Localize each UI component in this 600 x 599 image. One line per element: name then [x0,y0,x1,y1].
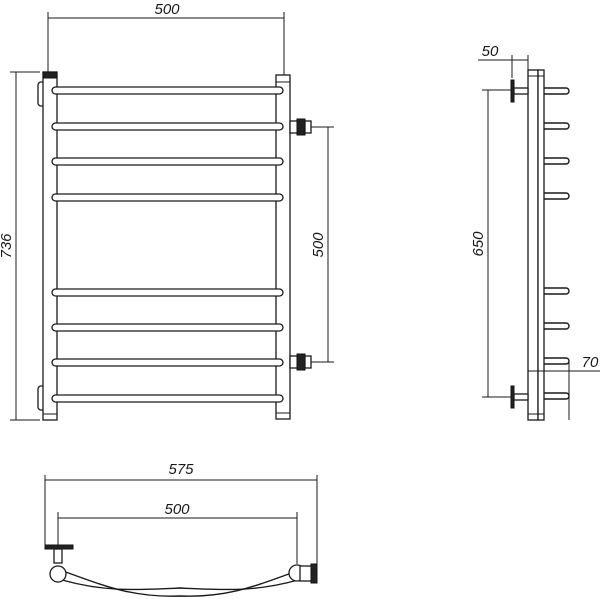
side-view: 50 650 70 [470,43,600,421]
front-height-label: 736 [0,233,15,259]
top-length-label: 575 [168,461,194,478]
side-bracket-top [510,79,529,103]
top-right-connector [299,565,313,582]
bar-3 [51,157,284,166]
side-depth-label: 70 [582,354,599,371]
horizontal-bars [51,86,284,403]
bar-7 [51,358,284,367]
side-bracket-bottom [510,385,529,409]
front-connection-label: 500 [310,232,327,258]
connection-fitting-top [289,118,312,136]
bar-4 [51,193,284,202]
top-curved-bar [59,569,301,597]
side-column-front [537,69,545,421]
bar-6 [51,323,284,332]
front-view: 500 736 500 [0,1,334,421]
bar-1 [51,86,284,95]
side-offset-label: 50 [482,43,499,60]
left-column-cap-top [42,71,58,79]
side-column-back [527,69,539,421]
top-left-end [49,565,67,583]
top-view: 575 500 [44,461,318,597]
front-width-label: 500 [154,1,180,18]
side-mount-spacing-label: 650 [470,231,487,257]
bar-5 [51,288,284,297]
side-bar-ends [544,87,570,400]
connection-fitting-bottom [289,353,312,371]
bar-8 [51,394,284,403]
bar-2 [51,122,284,131]
top-connection-label: 500 [164,501,190,518]
